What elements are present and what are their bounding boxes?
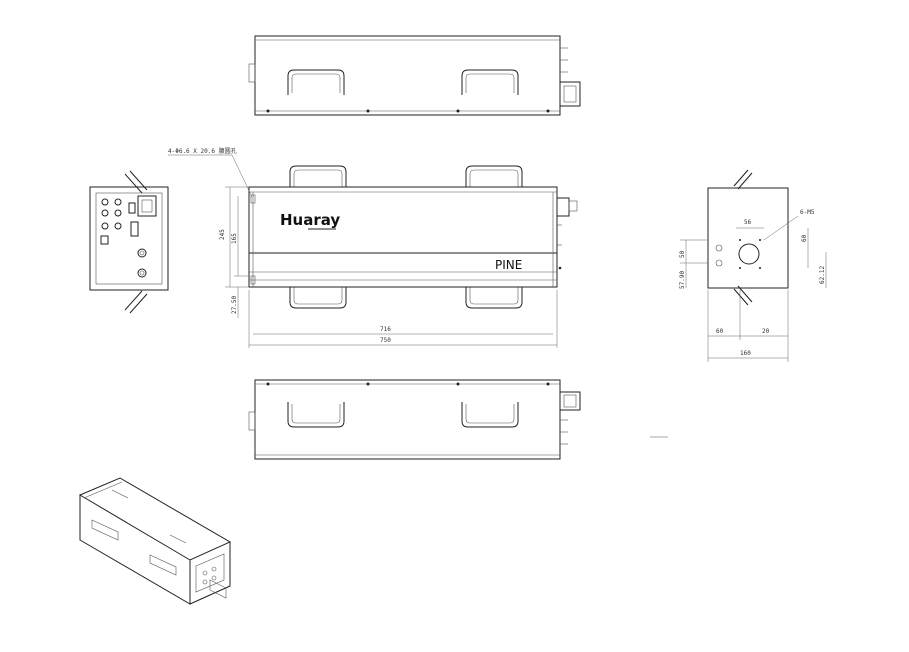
dim-245: 245 xyxy=(219,229,226,240)
top-view-lower xyxy=(248,379,581,460)
right-side-view: 56 6-M5 60 62.12 50 57.90 60 20 160 xyxy=(650,169,827,438)
isometric-view xyxy=(78,477,232,605)
brand-logo: Huaray xyxy=(280,211,340,229)
dim-57-90: 57.90 xyxy=(679,271,686,289)
screw-note: 6-M5 xyxy=(800,209,815,216)
front-view: Huaray PINE 4-Φ6.6 X 20.6 腰圆孔 245 165 27… xyxy=(168,147,578,348)
hole-note: 4-Φ6.6 X 20.6 腰圆孔 xyxy=(168,147,237,155)
dim-60-h: 60 xyxy=(716,328,724,335)
left-side-view xyxy=(89,170,169,314)
dim-165: 165 xyxy=(231,233,238,244)
dim-50: 50 xyxy=(679,250,686,258)
dim-750: 750 xyxy=(380,337,391,344)
dim-716: 716 xyxy=(380,326,391,333)
model-label: PINE xyxy=(495,258,522,272)
dim-20: 20 xyxy=(762,328,770,335)
dim-56: 56 xyxy=(744,219,752,226)
dim-27-50: 27.50 xyxy=(231,296,238,314)
top-view-upper xyxy=(248,35,581,116)
dim-60-v: 60 xyxy=(801,234,808,242)
dim-160: 160 xyxy=(740,350,751,357)
dim-62-12: 62.12 xyxy=(819,266,826,284)
